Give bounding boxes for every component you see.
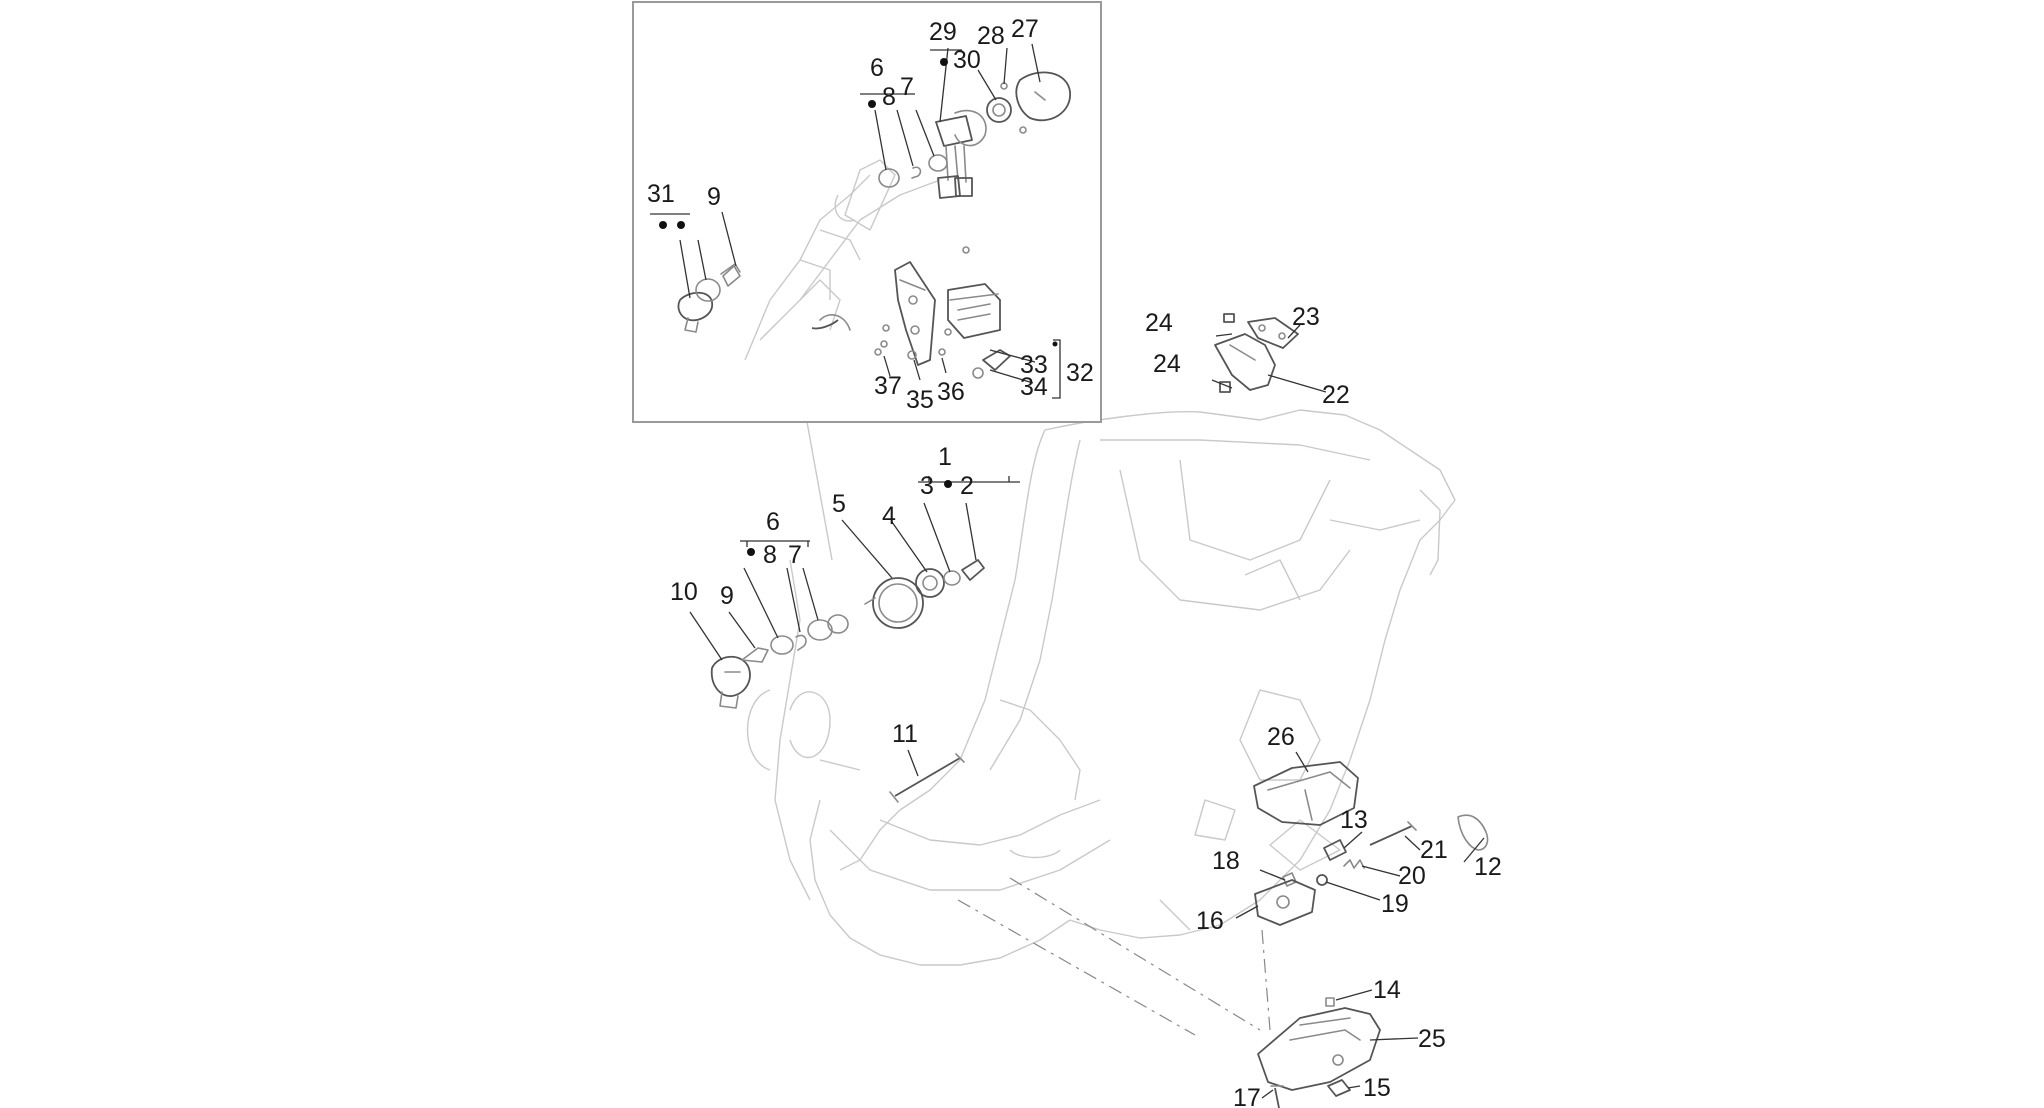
callout-4: 4 xyxy=(882,502,896,530)
battery-box-dashed-line-2 xyxy=(1009,877,1261,1031)
callout-17: 17 xyxy=(1233,1084,1261,1108)
main-parts xyxy=(710,313,1489,1108)
callout-36: 36 xyxy=(937,378,965,406)
callout-34: 34 xyxy=(1020,373,1048,401)
callout-labels: 29 28 27 30 6 8 7 31 9 33 32 34 37 35 36… xyxy=(647,15,1502,1108)
callout-32: 32 xyxy=(1066,359,1094,387)
callout-6-main: 6 xyxy=(766,508,780,536)
callout-11: 11 xyxy=(892,720,918,748)
callout-9-main: 9 xyxy=(720,582,734,610)
callout-35: 35 xyxy=(906,386,934,414)
callout-24-top: 24 xyxy=(1145,309,1173,337)
callout-21: 21 xyxy=(1420,836,1448,864)
inset-parts xyxy=(677,71,1071,379)
callout-7-main: 7 xyxy=(788,541,802,569)
callout-5: 5 xyxy=(832,490,846,518)
callout-30: 30 xyxy=(953,46,981,74)
leader-lines xyxy=(650,43,1485,1099)
lock-dashed-line xyxy=(1261,929,1271,1031)
callout-13: 13 xyxy=(1340,806,1368,834)
callout-31: 31 xyxy=(647,180,675,208)
inset-frame xyxy=(632,1,1102,423)
callout-28: 28 xyxy=(977,22,1005,50)
callout-26: 26 xyxy=(1267,723,1295,751)
callout-1: 1 xyxy=(938,443,952,471)
kit-markers xyxy=(659,58,1058,556)
callout-16: 16 xyxy=(1196,907,1224,935)
callout-15: 15 xyxy=(1363,1074,1391,1102)
callout-9-inset: 9 xyxy=(707,183,721,211)
callout-14: 14 xyxy=(1373,976,1401,1004)
callout-37: 37 xyxy=(874,372,902,400)
callout-6-inset: 6 xyxy=(870,54,884,82)
callout-23: 23 xyxy=(1292,303,1320,331)
callout-12: 12 xyxy=(1474,853,1502,881)
inset-connector-line xyxy=(806,421,833,561)
callout-3: 3 xyxy=(920,472,934,500)
callout-2: 2 xyxy=(960,472,974,500)
battery-box-dashed-line xyxy=(957,899,1196,1036)
callout-27: 27 xyxy=(1011,15,1039,43)
callout-33: 33 xyxy=(1020,351,1048,379)
callout-25: 25 xyxy=(1418,1025,1446,1053)
callout-7-inset: 7 xyxy=(900,73,914,101)
scooter-frame-body xyxy=(746,409,1456,966)
callout-8-inset: 8 xyxy=(882,83,896,111)
callout-20: 20 xyxy=(1398,862,1426,890)
callout-29: 29 xyxy=(929,18,957,46)
callout-24-bottom: 24 xyxy=(1153,350,1181,378)
callout-10: 10 xyxy=(670,578,698,606)
callout-19: 19 xyxy=(1381,890,1409,918)
callout-22: 22 xyxy=(1322,381,1350,409)
callout-18: 18 xyxy=(1212,847,1240,875)
callout-8-main: 8 xyxy=(763,541,777,569)
